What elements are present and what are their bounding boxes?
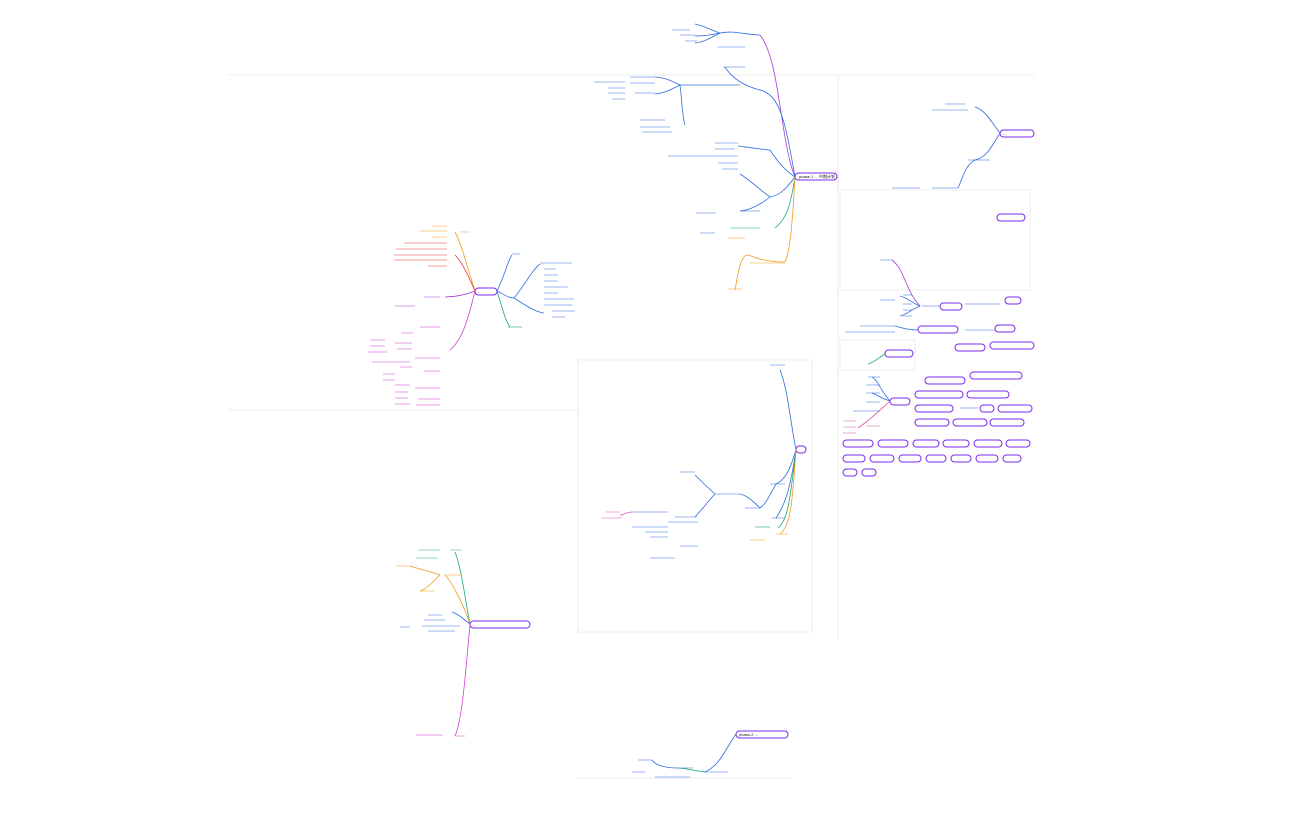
tag-5[interactable] [914, 404, 954, 413]
right-mid-node-c[interactable] [1004, 296, 1022, 305]
right-lower-root[interactable] [889, 397, 911, 406]
right-mid-node-d[interactable] [917, 325, 959, 334]
right-mid-node-a[interactable] [996, 213, 1026, 222]
right-top-root-label: ... [1004, 131, 1007, 136]
mindmap-top-center: phase-1 ... 中期计划 ... [594, 23, 839, 291]
section-frames [228, 74, 1035, 779]
root-node-label: phase-1 ... 中期计划 ... [799, 173, 839, 179]
tag-16[interactable] [1005, 439, 1031, 448]
right-mid-node-g[interactable] [954, 343, 986, 352]
mindmap-right-top: ... [892, 103, 1035, 189]
tag-24[interactable] [842, 468, 858, 477]
tag-19[interactable] [898, 454, 922, 463]
right-mid-node-e[interactable] [994, 324, 1016, 333]
tag-12[interactable] [877, 439, 909, 448]
tag-23[interactable] [1002, 454, 1022, 463]
left-mid-root-label: ... [478, 289, 481, 294]
right-mid-node-f[interactable] [989, 341, 1035, 350]
tag-18[interactable] [869, 454, 895, 463]
tag-14[interactable] [942, 439, 970, 448]
tag-4[interactable] [966, 390, 1010, 399]
tag-17[interactable] [842, 454, 866, 463]
tag-15[interactable] [973, 439, 1003, 448]
mindmap-left-bottom: ... [396, 549, 531, 737]
tag-1[interactable] [924, 376, 966, 385]
tag-10[interactable] [989, 418, 1025, 427]
tag-21[interactable] [950, 454, 972, 463]
tag-11[interactable] [842, 439, 874, 448]
tag-9[interactable] [952, 418, 988, 427]
right-mid-node-b[interactable] [939, 302, 963, 311]
tag-22[interactable] [975, 454, 999, 463]
mindmap-left-mid: ... [368, 225, 575, 406]
tag-20[interactable] [925, 454, 947, 463]
mid-center-root[interactable] [795, 445, 807, 454]
left-bottom-root-label: ... [473, 622, 476, 627]
left-bottom-root[interactable] [469, 620, 531, 629]
tag-8[interactable] [914, 418, 950, 427]
bottom-center-root-label: phase-2 ... [739, 732, 758, 737]
tag-3[interactable] [914, 390, 964, 399]
tag-6[interactable] [979, 404, 995, 413]
tag-2[interactable] [969, 371, 1023, 380]
right-lower-top-node[interactable] [884, 349, 914, 358]
mindmap-right-mid [845, 213, 1035, 352]
mindmap-mid-center [602, 364, 807, 559]
tag-25[interactable] [861, 468, 877, 477]
tag-7[interactable] [997, 404, 1033, 413]
mindmap-bottom-center: phase-2 ... [632, 730, 789, 778]
mindmap-right-lower [842, 349, 1033, 477]
tag-13[interactable] [912, 439, 940, 448]
